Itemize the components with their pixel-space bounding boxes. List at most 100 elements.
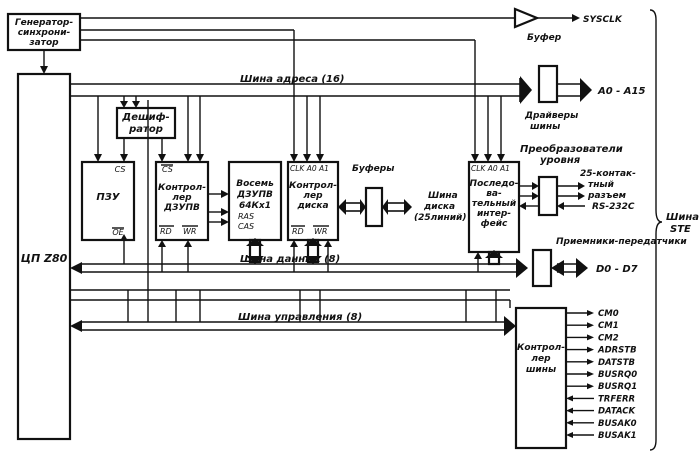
- ste-label-2: STE: [670, 224, 691, 235]
- disk-buffers-block: Буферы: [352, 164, 394, 228]
- a0-a15-label: A0 - A15: [597, 86, 646, 97]
- serial-pins: CLK A0 A1: [471, 164, 510, 173]
- serial-path: Преобразователи уровня 25-контак- тный р…: [519, 143, 636, 212]
- disk-bus-label-1: Шина: [428, 191, 458, 201]
- rom-cs-pin: CS: [115, 165, 126, 174]
- ctrl-signal-arrow: [566, 432, 573, 438]
- disk-ctrl-label-2: лер: [303, 191, 323, 201]
- buffer-triangle: [513, 7, 540, 29]
- dram-ctrl-label-2: лер: [172, 193, 192, 203]
- rom-block: CS ПЗУ OE: [80, 160, 136, 242]
- bus-drivers-label-2: шины: [530, 122, 560, 132]
- generator-label-2: синхрони-: [18, 28, 71, 38]
- disk-bus-label-3: (25линий): [414, 213, 466, 223]
- ctrl-signal-label: CM2: [598, 333, 619, 343]
- serial-label-2: ва-: [486, 189, 502, 199]
- decoder-label-1: Дешиф-: [121, 111, 169, 123]
- disk-ctrl-label-3: диска: [296, 201, 328, 211]
- serial-label-3: тельный: [472, 199, 517, 209]
- ctrl-signal-label: BUSAK1: [598, 431, 637, 441]
- connector-label-2: тный: [588, 180, 615, 190]
- buffer-label: Буфер: [527, 33, 562, 43]
- disk-controller-block: CLK A0 A1 Контрол- лер диска RD WR: [286, 160, 340, 242]
- ctrl-signal-arrow: [566, 419, 573, 426]
- generator-label-1: Генератор-: [15, 18, 74, 28]
- sysclk-label: SYSCLK: [583, 15, 623, 25]
- dram-label-3: 64Кх1: [239, 201, 271, 211]
- connector-label-1: 25-контак-: [580, 169, 636, 179]
- data-links: [120, 234, 503, 272]
- generator-block: Генератор- синхрони- затор: [6, 12, 82, 52]
- dram-ctrl-rd-pin: RD: [160, 227, 172, 236]
- ctrl-signal-label: CM1: [598, 321, 619, 331]
- serial-interface-block: CLK A0 A1 Последо- ва- тельный интер- фе…: [467, 160, 521, 254]
- d0-d7-label: D0 - D7: [596, 264, 638, 275]
- disk-bus-label-2: диска: [423, 202, 455, 212]
- disk-ctrl-pins: CLK A0 A1: [290, 164, 329, 173]
- ctrl-signal-label: ADRSTB: [597, 346, 637, 356]
- disk-ctrl-label-1: Контрол-: [289, 181, 337, 191]
- connector-label-4: RS-232C: [592, 202, 635, 212]
- ctrl-signal-arrow: [566, 407, 573, 414]
- ctrl-signal-label: CM0: [598, 309, 619, 319]
- bus-controller-block: Контрол- лер шины: [514, 306, 568, 450]
- converters-label-1: Преобразователи: [520, 143, 623, 155]
- dram-label-1: Восемь: [236, 179, 274, 189]
- bus-ctrl-label-1: Контрол-: [517, 343, 565, 353]
- buffers-label: Буферы: [352, 164, 394, 174]
- cpu-label: ЦП Z80: [21, 252, 68, 265]
- bus-drivers-block: [537, 64, 559, 104]
- ctrl-signal-label: DATSTB: [598, 358, 635, 368]
- rom-label: ПЗУ: [96, 192, 120, 203]
- ctrl-signal-arrow: [587, 346, 594, 353]
- data-bus-label: Шина данных (8): [240, 254, 340, 265]
- bus-ctrl-label-3: шины: [526, 365, 556, 375]
- ctrl-signal-label: BUSAK0: [598, 419, 637, 429]
- level-converter-block: [537, 175, 559, 217]
- transceivers-block: [531, 248, 553, 288]
- bus-drivers-label-1: Драйверы: [524, 111, 578, 121]
- dram-ctrl-wr-pin: WR: [183, 227, 196, 236]
- ctrl-signal-label: BUSRQ1: [598, 382, 637, 392]
- dram-cas-pin: CAS: [238, 222, 254, 231]
- dram-link: [208, 190, 229, 226]
- serial-label-1: Последо-: [470, 179, 519, 189]
- ctrl-signal-arrow: [587, 383, 594, 390]
- data-bus: Шина данных (8) D0 - D7 Приемники-переда…: [70, 237, 687, 278]
- ctrl-signal-arrow: [587, 310, 594, 316]
- control-bus: Шина управления (8): [70, 100, 516, 336]
- address-drops: [94, 96, 505, 162]
- serial-label-5: фейс: [481, 219, 508, 229]
- ste-bus-brace: Шина STE: [649, 9, 699, 451]
- address-bus: Шина адреса (16) A0 - A15 Драйверы шины: [70, 74, 646, 132]
- decoder-block: Дешиф- ратор: [115, 106, 177, 140]
- dram-ctrl-label-1: Контрол-: [158, 183, 206, 193]
- ctrl-signal-label: BUSRQ0: [598, 370, 637, 380]
- ctrl-signal-arrow: [587, 334, 594, 341]
- disk-path: Шина диска (25линий): [338, 191, 466, 223]
- ctrl-signal-label: TRFERR: [598, 394, 635, 404]
- ctrl-signal-arrow: [587, 358, 594, 365]
- connector-label-3: разъем: [587, 191, 627, 201]
- disk-ctrl-wr-pin: WR: [314, 227, 327, 236]
- disk-ctrl-rd-pin: RD: [292, 227, 304, 236]
- dram-ctrl-label-3: ДЗУПВ: [163, 203, 200, 213]
- clock-path: SYSCLK Буфер: [40, 7, 623, 162]
- addr-bus-label: Шина адреса (16): [240, 74, 344, 85]
- dram-ras-pin: RAS: [238, 212, 254, 221]
- serial-label-4: интер-: [477, 209, 511, 219]
- bus-ctrl-label-2: лер: [531, 354, 551, 364]
- ctrl-signal-arrow: [587, 322, 594, 329]
- generator-label-3: затор: [28, 38, 59, 48]
- ctrl-signal-label: DATACK: [598, 407, 637, 417]
- decoder-label-2: ратор: [128, 124, 163, 135]
- dram-block: Восемь ДЗУПВ 64Кх1 RAS CAS: [227, 160, 283, 242]
- transceivers-label: Приемники-передатчики: [556, 237, 687, 247]
- rom-oe-pin: OE: [112, 228, 124, 237]
- dram-label-2: ДЗУПВ: [236, 190, 273, 200]
- dram-controller-block: CS Контрол- лер ДЗУПВ RD WR: [154, 160, 210, 242]
- ste-label-1: Шина: [666, 212, 699, 223]
